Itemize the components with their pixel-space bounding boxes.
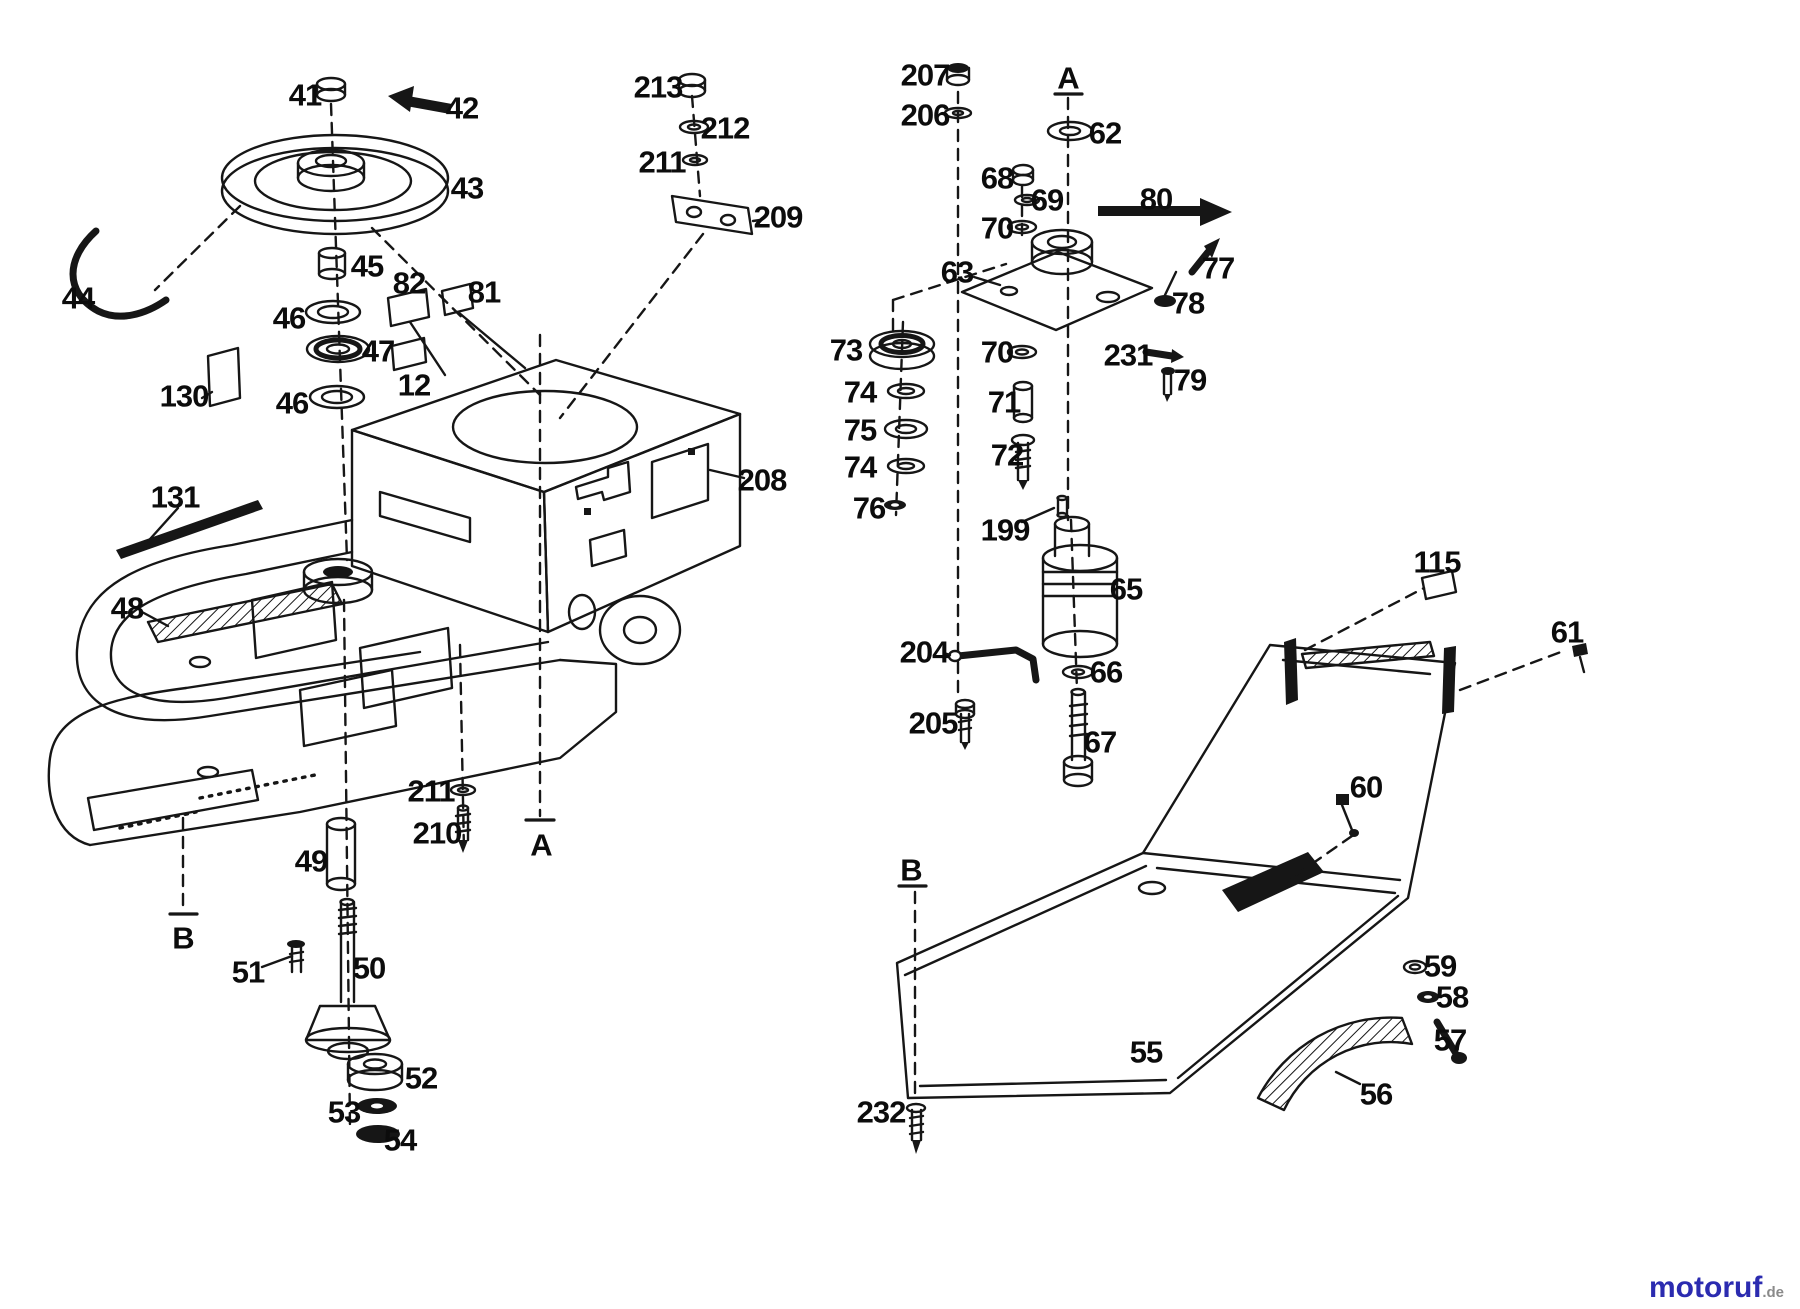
part-label-18-211: 211 (638, 144, 686, 180)
part-label-47-72: 72 (990, 437, 1024, 473)
part-label-3-44: 44 (61, 280, 95, 316)
part-label-0-41: 41 (288, 77, 322, 113)
part-label-38-78: 78 (1171, 285, 1205, 321)
part-label-40-73: 73 (829, 332, 863, 368)
part-label-52-204: 204 (899, 634, 950, 670)
part-label-34-69: 69 (1030, 182, 1064, 218)
part-label-13-48: 48 (110, 590, 144, 626)
part-label-31-A: A (1057, 60, 1079, 96)
part-label-58-60: 60 (1349, 769, 1383, 805)
watermark-tld: .de (1762, 1284, 1784, 1301)
part-label-64-59: 59 (1423, 948, 1457, 984)
small-plates (200, 282, 527, 408)
idler-plate-assembly (868, 63, 1232, 788)
part-label-43-74: 74 (843, 449, 877, 485)
part-label-15-209: 209 (753, 199, 804, 235)
section-lines-left (168, 333, 556, 916)
part-label-41-74: 74 (843, 374, 877, 410)
part-label-59-B: B (900, 852, 922, 888)
part-label-42-75: 75 (843, 412, 877, 448)
part-label-36-80: 80 (1139, 181, 1173, 217)
part-label-10-12: 12 (397, 367, 431, 403)
part-label-46-71: 71 (987, 384, 1021, 420)
part-label-35-70: 70 (980, 210, 1014, 246)
part-label-51-65: 65 (1109, 571, 1143, 607)
pulley-stack-assembly (69, 76, 542, 562)
bolt-210-stack (449, 643, 477, 854)
part-label-22-51: 51 (231, 954, 265, 990)
part-label-16-213: 213 (633, 69, 684, 105)
part-label-65-232: 232 (856, 1094, 907, 1130)
part-label-11-130: 130 (159, 378, 210, 414)
part-label-28-B: B (172, 920, 194, 956)
part-label-4-45: 45 (350, 248, 384, 284)
part-label-6-47: 47 (361, 333, 395, 369)
part-label-50-199: 199 (980, 512, 1031, 548)
part-label-48-231: 231 (1103, 337, 1154, 373)
part-label-63-58: 58 (1435, 979, 1469, 1015)
part-label-54-205: 205 (908, 705, 959, 741)
bracket-209-stack (558, 72, 762, 420)
part-label-14-208: 208 (737, 462, 788, 498)
part-label-20-210: 210 (412, 815, 463, 851)
part-label-7-46: 46 (275, 385, 309, 421)
part-label-19-211: 211 (407, 773, 455, 809)
part-label-39-63: 63 (940, 254, 974, 290)
part-label-21-49: 49 (294, 843, 328, 879)
part-label-57-61: 61 (1550, 614, 1584, 650)
part-label-1-42: 42 (445, 90, 479, 126)
part-label-30-206: 206 (900, 97, 951, 133)
part-label-27-A: A (530, 827, 552, 863)
spindle-shaft-assembly (260, 598, 404, 1143)
part-label-37-77: 77 (1201, 250, 1235, 286)
part-label-5-46: 46 (272, 300, 306, 336)
part-label-53-66: 66 (1089, 654, 1123, 690)
part-label-8-82: 82 (392, 265, 426, 301)
watermark-brand: motoruf (1649, 1271, 1763, 1304)
part-label-9-81: 81 (467, 274, 501, 310)
watermark: motoruf.de (1649, 1273, 1784, 1303)
part-label-24-52: 52 (404, 1060, 438, 1096)
part-label-25-53: 53 (327, 1094, 361, 1130)
part-label-45-70: 70 (980, 334, 1014, 370)
part-label-23-50: 50 (352, 950, 386, 986)
part-label-33-68: 68 (980, 160, 1014, 196)
part-label-60-55: 55 (1129, 1034, 1163, 1070)
part-label-55-67: 67 (1083, 724, 1117, 760)
discharge-chute-assembly (895, 569, 1588, 1154)
part-label-2-43: 43 (450, 170, 484, 206)
part-label-49-79: 79 (1173, 362, 1207, 398)
part-label-12-131: 131 (150, 479, 201, 515)
part-label-62-57: 57 (1433, 1022, 1467, 1058)
part-label-26-54: 54 (383, 1122, 417, 1158)
part-label-32-62: 62 (1088, 115, 1122, 151)
part-label-44-76: 76 (852, 490, 886, 526)
deck-shell (47, 500, 618, 847)
gearbox-housing (350, 358, 746, 666)
part-label-29-207: 207 (900, 57, 951, 93)
part-label-17-212: 212 (700, 110, 751, 146)
part-label-56-115: 115 (1413, 544, 1461, 580)
part-label-61-56: 56 (1359, 1076, 1393, 1112)
